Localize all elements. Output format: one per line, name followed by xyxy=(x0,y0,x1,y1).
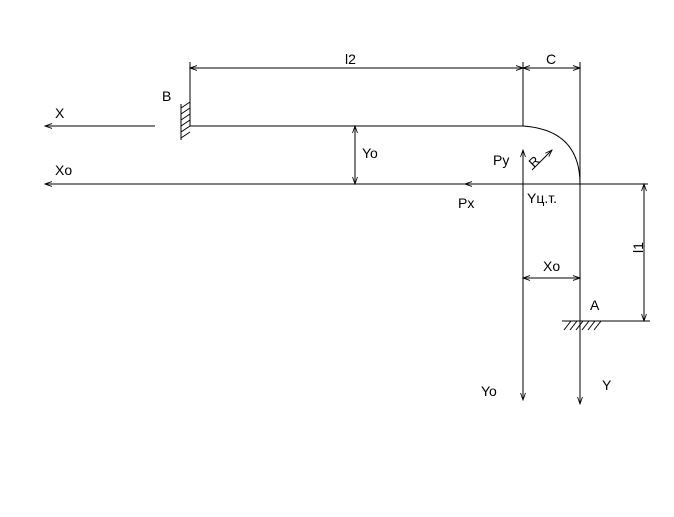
label-l1: l1 xyxy=(630,242,646,253)
label-py: Py xyxy=(493,152,509,168)
radius-arrow xyxy=(531,150,552,171)
label-px: Px xyxy=(458,195,474,211)
label-xo-dim: Xo xyxy=(543,258,560,274)
support-a xyxy=(562,320,602,331)
label-a: A xyxy=(590,297,600,313)
label-y: Y xyxy=(602,377,612,393)
label-yct: Yц.т. xyxy=(527,190,557,206)
label-l2: l2 xyxy=(345,51,356,67)
label-x: X xyxy=(55,105,65,121)
label-b: B xyxy=(162,88,171,104)
label-xo-left: Xo xyxy=(55,162,72,178)
label-yo-mid: Yo xyxy=(362,145,378,161)
label-yo-bottom: Yo xyxy=(481,383,497,399)
c-dimension xyxy=(523,62,580,184)
support-b xyxy=(180,101,191,140)
label-c: C xyxy=(546,51,556,67)
bend-arc xyxy=(522,125,581,185)
l2-dimension xyxy=(190,62,523,126)
label-r: R xyxy=(526,153,543,170)
